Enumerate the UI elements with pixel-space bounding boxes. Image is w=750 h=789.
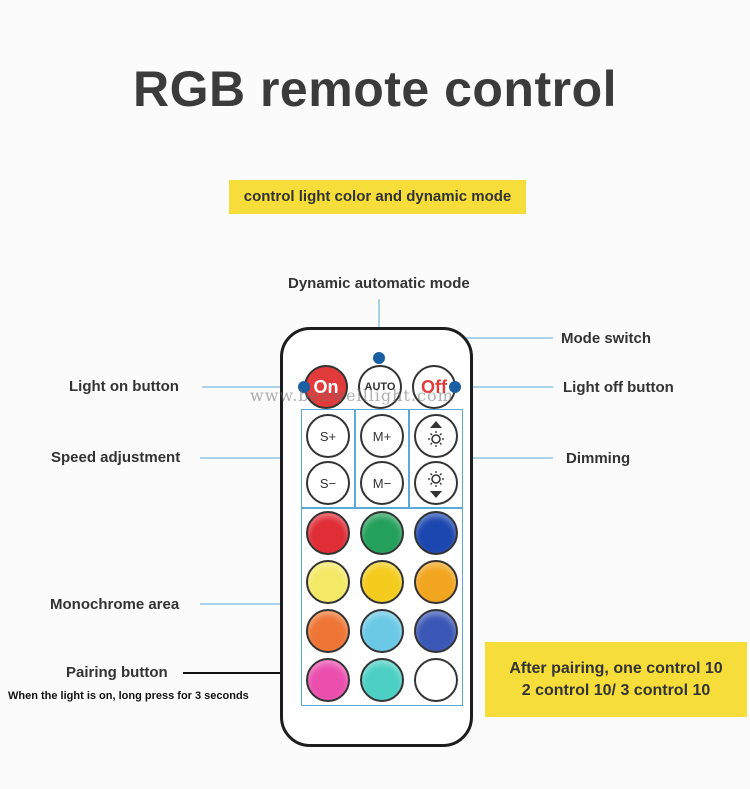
label-dynamic-mode: Dynamic automatic mode <box>288 275 470 292</box>
label-monochrome: Monochrome area <box>50 596 180 613</box>
color-button[interactable] <box>414 609 458 653</box>
color-button[interactable] <box>414 658 458 702</box>
dim-down-button[interactable] <box>414 461 458 505</box>
speed-up-label: S+ <box>319 428 337 444</box>
watermark: www.benwelllight.com <box>250 386 454 405</box>
label-speed: Speed adjustment <box>51 449 181 466</box>
color-button[interactable] <box>414 560 458 604</box>
off-button[interactable]: Off <box>412 365 456 409</box>
color-button[interactable] <box>306 609 350 653</box>
color-button[interactable] <box>306 658 350 702</box>
auto-label: AUTO <box>364 381 396 393</box>
brightness-up-icon <box>428 421 444 447</box>
color-button[interactable] <box>306 560 350 604</box>
label-light-on: Light on button <box>69 378 179 395</box>
speed-down-button[interactable]: S− <box>306 461 350 505</box>
mode-frame <box>355 409 409 508</box>
speed-up-button[interactable]: S+ <box>306 414 350 458</box>
color-button[interactable] <box>360 511 404 555</box>
label-mode-switch: Mode switch <box>561 330 652 347</box>
dimming-frame <box>409 409 463 508</box>
label-pairing: Pairing button <box>66 664 168 681</box>
monochrome-frame <box>301 508 463 706</box>
note-line-2: 2 control 10/ 3 control 10 <box>521 681 711 699</box>
note-line-1: After pairing, one control 10 <box>509 659 723 677</box>
on-label: On <box>313 376 339 397</box>
pairing-hint: When the light is on, long press for 3 s… <box>8 690 249 702</box>
speed-down-label: S− <box>319 475 337 491</box>
dim-up-button[interactable] <box>414 414 458 458</box>
mode-next-button[interactable]: M+ <box>360 414 404 458</box>
subtitle-banner: control light color and dynamic mode <box>229 180 526 214</box>
brightness-down-icon <box>428 471 444 498</box>
speed-frame <box>301 409 355 508</box>
label-dimming: Dimming <box>566 450 631 467</box>
label-light-off: Light off button <box>563 379 674 396</box>
mode-prev-button[interactable]: M− <box>360 461 404 505</box>
mode-prev-label: M− <box>372 475 392 491</box>
color-button[interactable] <box>360 560 404 604</box>
callout-dot-auto <box>373 352 385 364</box>
callout-dot-off <box>449 381 461 393</box>
color-button[interactable] <box>414 511 458 555</box>
color-button[interactable] <box>360 609 404 653</box>
mode-next-label: M+ <box>372 428 392 444</box>
callout-dot-on <box>298 381 310 393</box>
auto-button[interactable]: AUTO <box>358 365 402 409</box>
pairing-note: After pairing, one control 10 2 control … <box>485 642 747 717</box>
remote-control: On AUTO Off S+ S− M+ M− <box>280 327 473 747</box>
off-label: Off <box>421 376 447 397</box>
color-button[interactable] <box>306 511 350 555</box>
page-title: RGB remote control <box>132 61 618 117</box>
color-button[interactable] <box>360 658 404 702</box>
